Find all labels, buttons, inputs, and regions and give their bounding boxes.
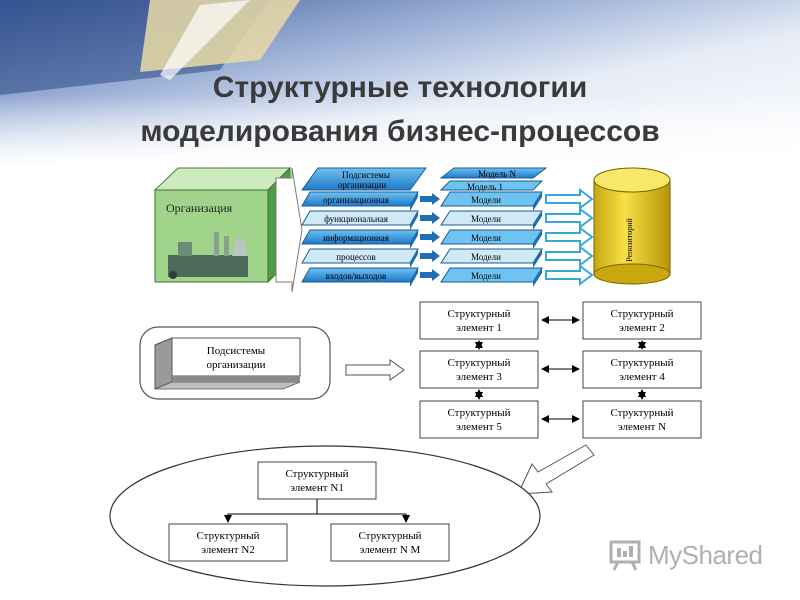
- model-layer-label: Модели: [471, 214, 501, 224]
- model-1-label: Модель 1: [467, 182, 503, 192]
- header-background: [0, 0, 800, 165]
- model-layer-label: Модели: [471, 233, 501, 243]
- org-subsystems-block: Подсистемы организации: [139, 326, 331, 400]
- structural-element-4: Структурный элемент 4: [582, 350, 702, 389]
- subsystems-header-line1: Подсистемы: [342, 170, 390, 180]
- structural-element-1-line2: элемент 1: [456, 322, 502, 334]
- structural-element-2-line2: элемент 2: [619, 322, 665, 334]
- layer-to-model-arrow: [420, 250, 440, 262]
- structural-element-3-line2: элемент 3: [456, 371, 502, 383]
- org-subsystems-line1: Подсистемы: [207, 345, 266, 357]
- model-layer-side: [533, 249, 542, 268]
- slide-title-line2: моделирования бизнес-процессов: [140, 115, 660, 148]
- hierarchy-root: Структурный элемент N1: [257, 461, 377, 500]
- org-subsystems-line2: организации: [206, 359, 265, 371]
- hierarchy-right: Структурный элемент N M: [330, 523, 450, 562]
- subsystem-layer-side: [410, 192, 418, 211]
- layer-to-model-arrow: [420, 231, 440, 243]
- detail-arrow: [517, 444, 595, 495]
- hierarchy-root-line1: Структурный: [285, 468, 348, 480]
- factory-icon: [168, 232, 248, 279]
- structural-element-3-line1: Структурный: [447, 357, 510, 369]
- organization-cube: Организация: [153, 166, 292, 284]
- structural-elements-grid: Структурный элемент 1 Структурный элемен…: [419, 301, 702, 439]
- subsystem-layer-label: входов/выходов: [326, 271, 387, 281]
- model-layer-side: [533, 211, 542, 230]
- layer-to-model-arrow: [420, 269, 440, 281]
- model-to-repository-arrow: [545, 264, 594, 286]
- decompose-arrow: [345, 359, 405, 381]
- model-to-repository-arrow: [545, 245, 594, 267]
- subsystems-header-line2: организации: [338, 180, 387, 190]
- model-layer-label: Модели: [471, 252, 501, 262]
- presentation-board-icon: [609, 540, 641, 571]
- structural-element-n-line2: элемент N: [618, 421, 666, 433]
- structural-element-4-line2: элемент 4: [619, 371, 665, 383]
- subsystem-layer-label: организационная: [323, 195, 389, 205]
- structural-element-2: Структурный элемент 2: [582, 301, 702, 340]
- structural-element-4-line1: Структурный: [610, 357, 673, 369]
- watermark-text: MyShared: [648, 539, 763, 570]
- model-to-repository-arrows: [545, 188, 594, 286]
- hierarchy-left-line1: Структурный: [196, 530, 259, 542]
- model-n-label: Модель N: [478, 169, 516, 179]
- structural-element-n: Структурный элемент N: [582, 400, 702, 439]
- model-layer-side: [533, 230, 542, 249]
- model-layer-label: Модели: [471, 271, 501, 281]
- model-layer-label: Модели: [471, 195, 501, 205]
- hierarchy-right-line2: элемент N M: [360, 544, 421, 556]
- layer-to-model-arrow: [420, 193, 440, 205]
- hierarchy-connector-right: [317, 513, 410, 523]
- subsystem-layer-label: информационная: [323, 233, 389, 243]
- structural-element-1: Структурный элемент 1: [419, 301, 539, 340]
- subsystem-layer-side: [410, 268, 418, 287]
- hierarchy-left-line2: элемент N2: [201, 544, 255, 556]
- model-to-repository-arrow: [545, 188, 594, 210]
- repository-label: Репозиторий: [625, 218, 634, 262]
- model-to-repository-arrow: [545, 226, 594, 248]
- subsystems-stack: Подсистемы организации организационная фу…: [301, 167, 427, 287]
- model-to-repository-arrow: [545, 207, 594, 229]
- subsystem-layer-side: [410, 230, 418, 249]
- hierarchy-root-line2: элемент N1: [290, 482, 344, 494]
- structural-element-3: Структурный элемент 3: [419, 350, 539, 389]
- hierarchy-right-line1: Структурный: [358, 530, 421, 542]
- hierarchy-left: Структурный элемент N2: [168, 523, 288, 562]
- watermark: MyShared: [608, 538, 763, 572]
- layer-to-model-arrow: [420, 212, 440, 224]
- model-layer-side: [533, 192, 542, 211]
- structural-element-5-line2: элемент 5: [456, 421, 502, 433]
- flow-arrow-main: [275, 167, 303, 293]
- organization-label: Организация: [166, 201, 233, 215]
- structural-element-2-line1: Структурный: [610, 308, 673, 320]
- hierarchy-ellipse: Структурный элемент N1 Структурный элеме…: [109, 445, 541, 587]
- models-stack: Модель N Модель 1 МоделиМоделиМоделиМоде…: [439, 167, 548, 287]
- subsystem-layer-label: функциональная: [324, 214, 388, 224]
- subsystem-layer-label: процессов: [336, 252, 376, 262]
- structural-element-n-line1: Структурный: [610, 407, 673, 419]
- model-layer-side: [533, 268, 542, 287]
- layer-to-model-arrows: [420, 193, 440, 281]
- subsystem-layer-side: [410, 249, 418, 268]
- slide-title-line1: Структурные технологии: [212, 71, 588, 104]
- structural-element-1-line1: Структурный: [447, 308, 510, 320]
- subsystem-layer-side: [410, 211, 418, 230]
- structural-element-5: Структурный элемент 5: [419, 400, 539, 439]
- hierarchy-connector: [224, 499, 318, 523]
- structural-element-5-line1: Структурный: [447, 407, 510, 419]
- repository-cylinder: Репозиторий: [593, 167, 671, 285]
